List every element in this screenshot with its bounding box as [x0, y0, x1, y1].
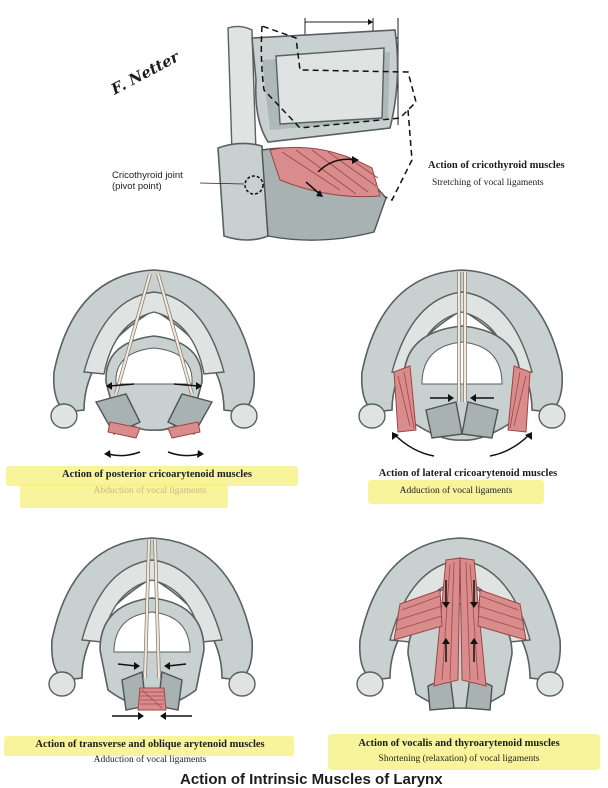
- joint-label: Cricothyroid joint (pivot point): [112, 170, 183, 192]
- highlight-panel-1-title: [6, 466, 298, 486]
- highlight-panel-4: [328, 734, 600, 770]
- panel-3-title: Action of transverse and oblique aryteno…: [35, 739, 265, 750]
- highlight-panel-3-title: [4, 736, 294, 756]
- joint-label-line1: Cricothyroid joint: [112, 170, 183, 181]
- joint-label-line2: (pivot point): [112, 181, 162, 192]
- top-panel-title: Action of cricothyroid muscles: [428, 160, 565, 171]
- panel-1-title: Action of posterior cricoarytenoid muscl…: [62, 469, 252, 480]
- top-panel-subtitle: Stretching of vocal ligaments: [432, 178, 544, 188]
- panel-4-title: Action of vocalis and thyroarytenoid mus…: [358, 738, 560, 749]
- panel-1-subtitle: Abduction of vocal ligaments: [93, 486, 207, 496]
- highlight-panel-1-subtitle: [20, 484, 228, 508]
- highlight-panel-2-subtitle: [368, 480, 544, 504]
- panel-2-title: Action of lateral cricoarytenoid muscles: [378, 468, 558, 479]
- panel-4-subtitle: Shortening (relaxation) of vocal ligamen…: [378, 754, 540, 764]
- panel-2-subtitle: Adduction of vocal ligaments: [399, 486, 513, 496]
- panel-3-subtitle: Adduction of vocal ligaments: [93, 755, 207, 765]
